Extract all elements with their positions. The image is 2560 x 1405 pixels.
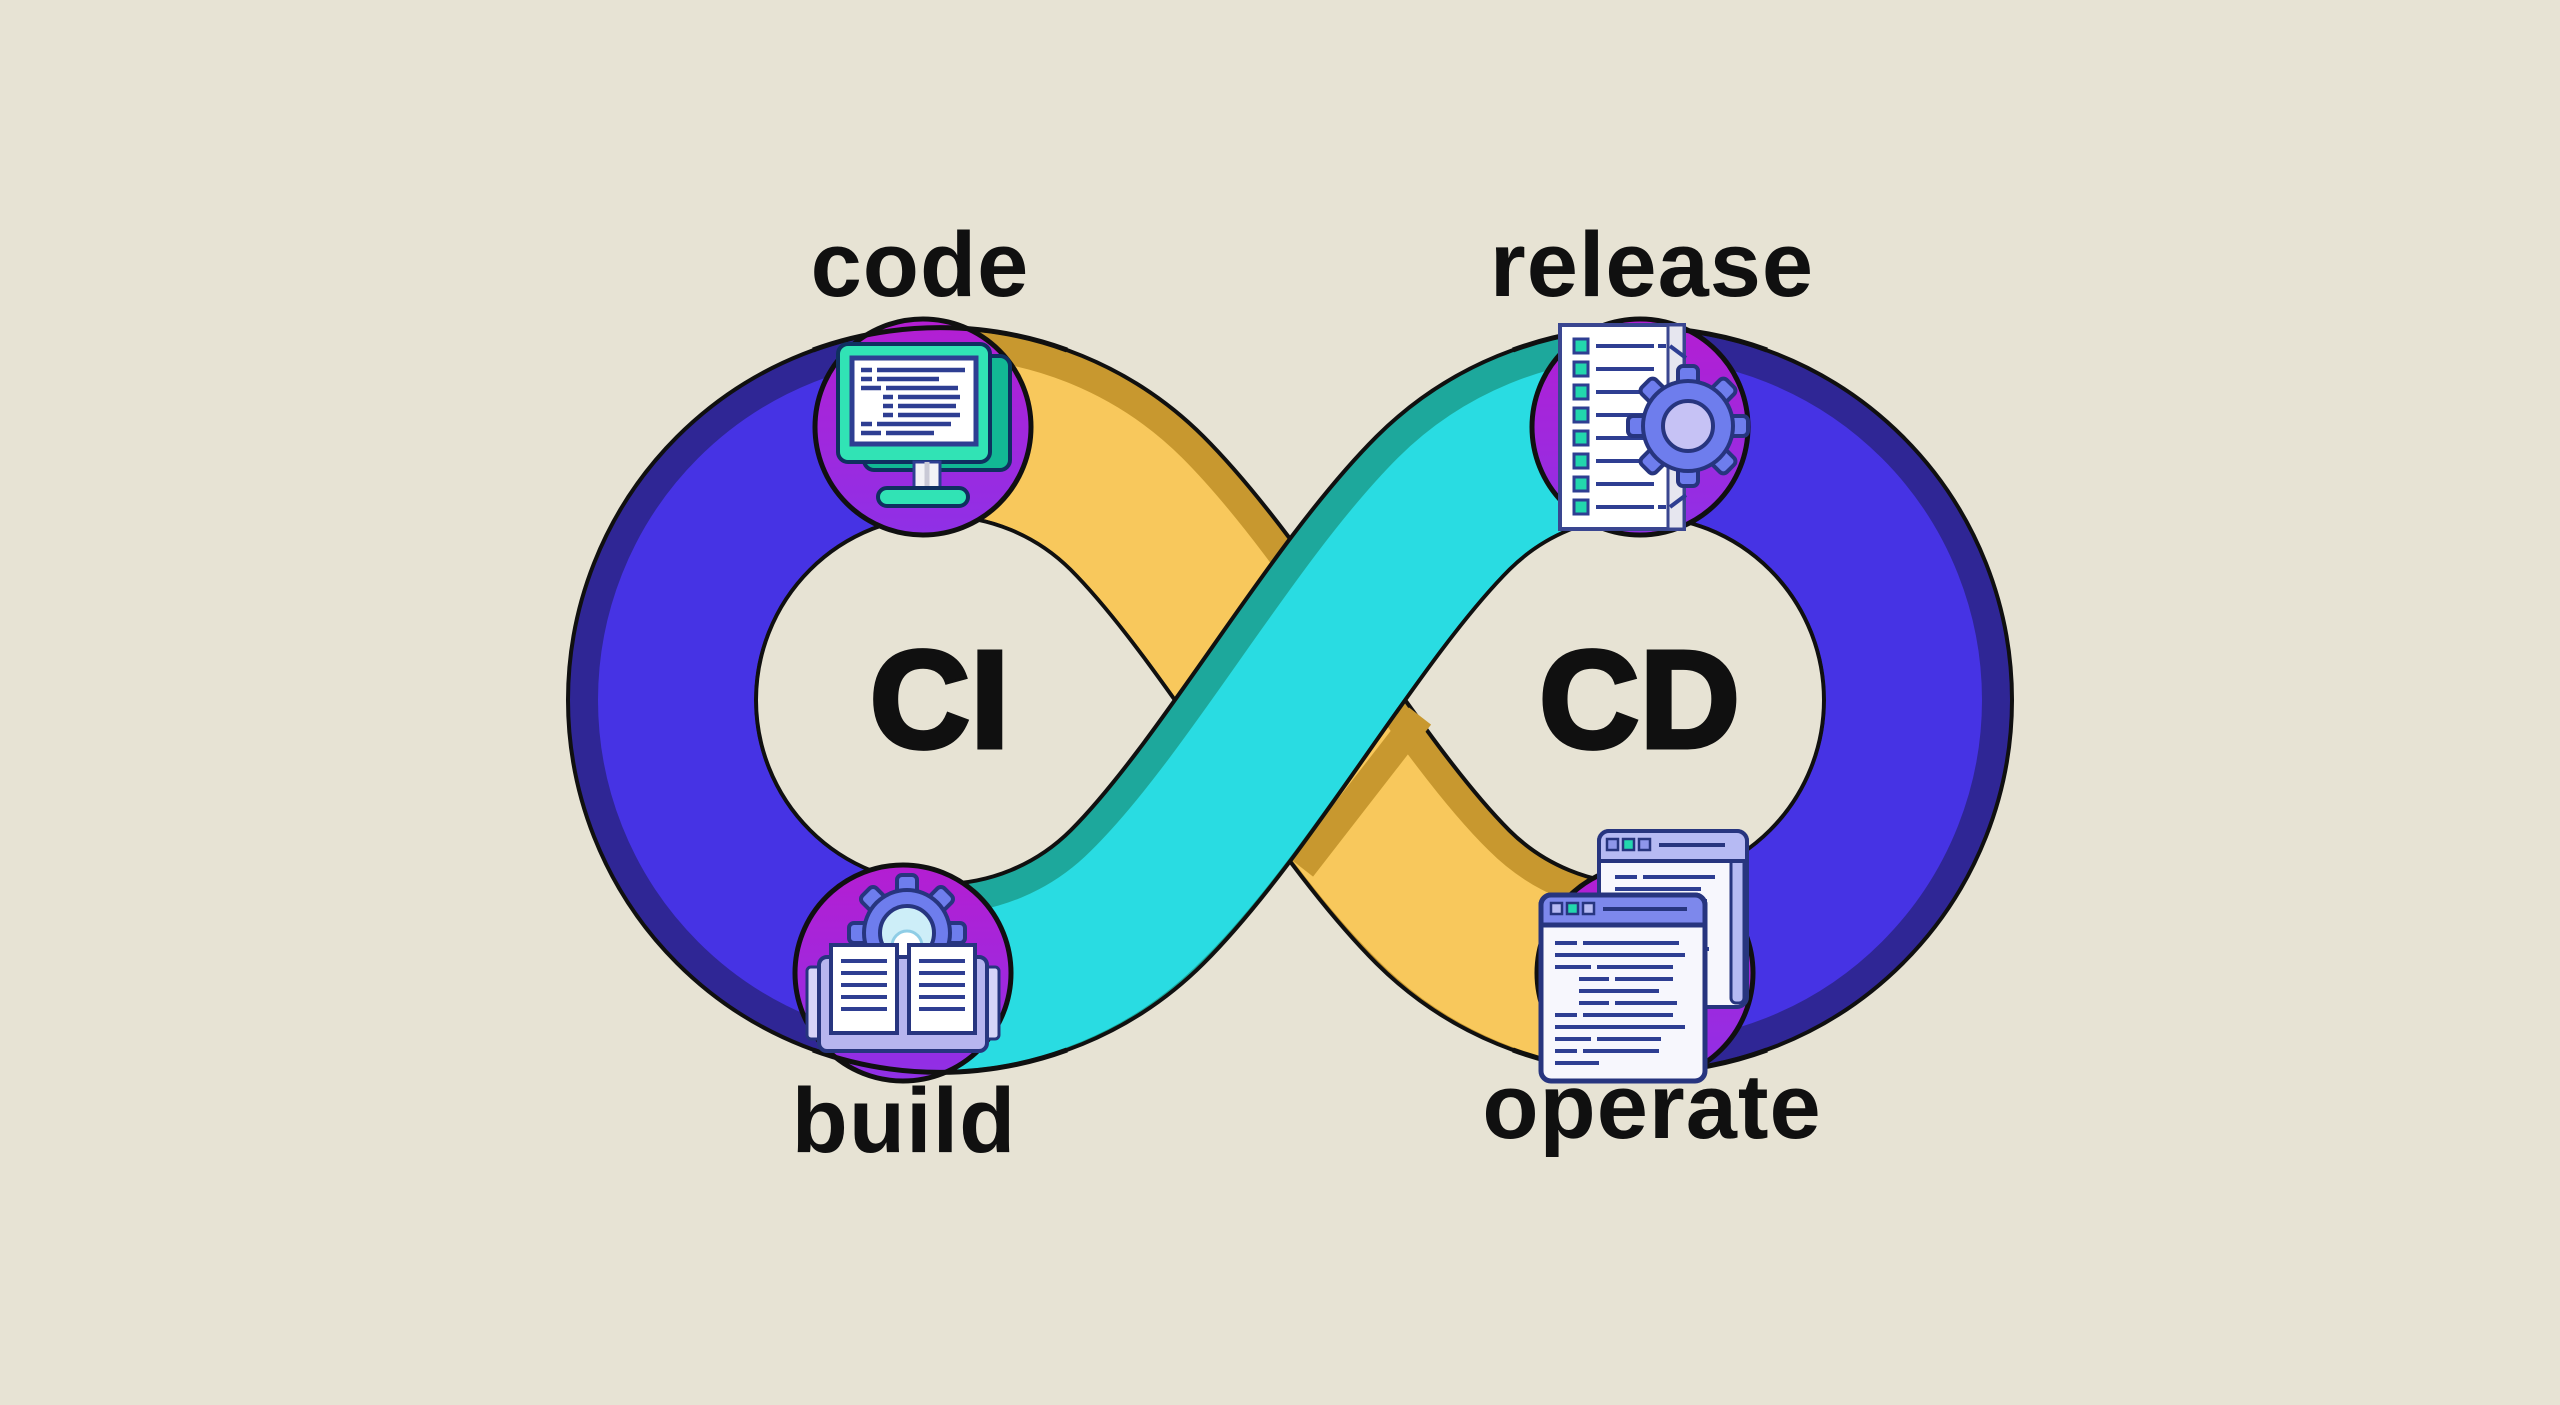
open-book — [805, 943, 1001, 1053]
front-window — [1538, 892, 1708, 1084]
teal-cast-shadow — [1290, 707, 1432, 877]
stage-label-build: build — [792, 1070, 1017, 1172]
cd-label: CD — [1539, 623, 1740, 777]
build-to-release-ribbon — [938, 325, 1642, 1075]
cd-ribbon-fill — [1638, 358, 1983, 1042]
checklist-rows — [1572, 337, 1688, 516]
gear-icon — [1626, 364, 1750, 488]
book-text-lines — [841, 959, 965, 1011]
teal-ribbon-fill — [938, 357, 1642, 1070]
ci-label: CI — [870, 623, 1010, 777]
code-lines — [861, 367, 965, 436]
stage-label-code: code — [811, 214, 1030, 316]
stacked-windows-icon — [1538, 829, 1749, 1084]
cd-loop-ribbon — [1638, 326, 2015, 1074]
stage-label-operate: operate — [1482, 1056, 1821, 1158]
window-text-lines — [1555, 941, 1685, 1065]
stage-label-release: release — [1490, 214, 1814, 316]
document-gear-icon — [1558, 323, 1750, 531]
monitor-code-icon — [836, 342, 1012, 508]
open-book-gear-icon — [805, 873, 1001, 1053]
